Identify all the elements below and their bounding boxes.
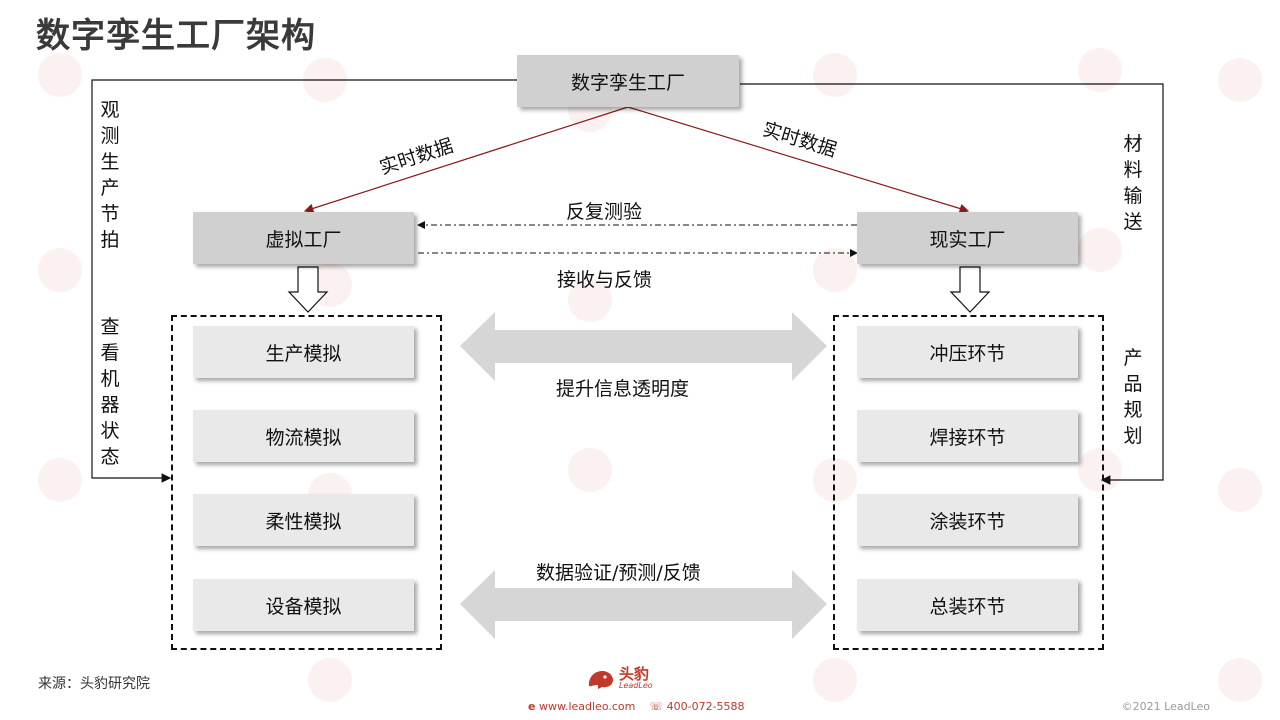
real-item: 冲压环节 xyxy=(857,326,1078,378)
virtual-item: 生产模拟 xyxy=(193,326,414,378)
double-arrow-bottom-label: 数据验证/预测/反馈 xyxy=(536,562,701,584)
left-loop xyxy=(91,79,517,483)
right-side-top-label: 材料输送 xyxy=(1123,133,1143,233)
right-side-bottom-label: 产品规划 xyxy=(1123,347,1143,447)
digital-twin-factory-node: 数字孪生工厂 xyxy=(517,55,739,107)
double-arrow-bottom xyxy=(460,570,827,639)
website-link[interactable]: www.leadleo.com xyxy=(538,700,636,713)
arrow-back-label: 反复测验 xyxy=(566,201,643,223)
left-side-top-label: 观测生产节拍 xyxy=(100,99,120,251)
edge-to-virtual xyxy=(303,106,629,213)
right-loop xyxy=(740,83,1164,485)
virtual-item: 柔性模拟 xyxy=(193,494,414,546)
virtual-item: 物流模拟 xyxy=(193,410,414,462)
leopard-logo-icon xyxy=(588,671,613,689)
phone-number: 400-072-5588 xyxy=(666,700,745,713)
virtual-item: 设备模拟 xyxy=(193,579,414,631)
left-side-bottom-label: 查看机器状态 xyxy=(100,316,120,468)
logo-subtext: LeadLeo xyxy=(619,680,653,690)
real-item: 焊接环节 xyxy=(857,410,1078,462)
page-title: 数字孪生工厂架构 xyxy=(36,16,316,56)
phone-icon: ☏ xyxy=(649,700,664,713)
real-item: 总装环节 xyxy=(857,579,1078,631)
virtual-factory-node: 虚拟工厂 xyxy=(193,212,414,264)
footer-contact: e www.leadleo.com ☏ 400-072-5588 xyxy=(528,700,745,713)
double-arrow-top-label: 提升信息透明度 xyxy=(556,378,690,400)
website-item[interactable]: e www.leadleo.com xyxy=(528,700,635,713)
phone-item: ☏ 400-072-5588 xyxy=(649,700,744,713)
edge-to-real xyxy=(627,106,970,214)
source-note: 来源：头豹研究院 xyxy=(38,676,150,692)
logo-text: 头豹 xyxy=(619,664,650,683)
arrow-forward-label: 接收与反馈 xyxy=(557,269,653,291)
down-arrow-right xyxy=(949,266,991,313)
footer-logo: 头豹 LeadLeo xyxy=(586,666,653,690)
copyright: ©2021 LeadLeo xyxy=(1121,700,1210,713)
real-group xyxy=(833,315,1104,650)
real-factory-node: 现实工厂 xyxy=(857,212,1078,264)
browser-icon: e xyxy=(528,700,536,713)
virtual-group xyxy=(171,315,442,650)
double-arrow-top xyxy=(460,312,827,381)
down-arrow-left xyxy=(287,266,329,313)
real-item: 涂装环节 xyxy=(857,494,1078,546)
